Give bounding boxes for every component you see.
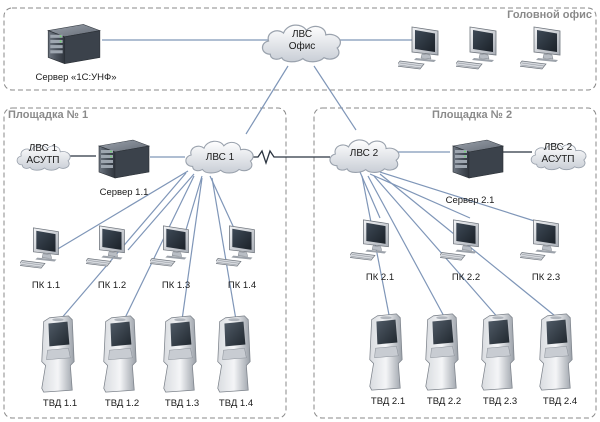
server-icon xyxy=(452,139,504,179)
svg-text:АСУТП: АСУТП xyxy=(27,155,60,166)
pc-icon xyxy=(520,26,561,70)
site2-area xyxy=(313,107,597,419)
terminal-2-3: ТВД 2.3 xyxy=(481,313,517,407)
site1-area xyxy=(3,107,287,419)
pc-icon xyxy=(86,225,125,267)
head-office-title: Головной офис xyxy=(507,9,592,21)
lan-office-cloud: ЛВС Офис xyxy=(261,24,342,63)
lan2-cloud: ЛВС 2 xyxy=(329,139,400,174)
site-interlink xyxy=(236,149,330,166)
kiosk-icon xyxy=(41,315,75,393)
pc-1-4: ПК 1.4 xyxy=(216,225,256,291)
network-links xyxy=(55,39,561,321)
pc-2-2-label: ПК 2.2 xyxy=(452,272,480,283)
server-main-label: Сервер «1С:УНФ» xyxy=(35,72,116,83)
pc-2-3: ПК 2.3 xyxy=(520,219,560,283)
server-2-1-label: Сервер 2.1 xyxy=(446,195,495,206)
server-1-1: Сервер 1.1 xyxy=(98,139,150,198)
server-icon xyxy=(98,139,150,179)
pc-2-3-label: ПК 2.3 xyxy=(532,272,560,283)
server-1-1-label: Сервер 1.1 xyxy=(100,187,149,198)
svg-text:ЛВС 2: ЛВС 2 xyxy=(544,142,573,153)
svg-text:ЛВС 1: ЛВС 1 xyxy=(206,152,235,163)
lan1-acs-cloud: ЛВС 1 АСУТП xyxy=(16,143,71,171)
pc-2-2: ПК 2.2 xyxy=(440,219,480,283)
terminal-2-2-label: ТВД 2.2 xyxy=(427,396,461,407)
svg-text:АСУТП: АСУТП xyxy=(542,154,575,165)
kiosk-icon xyxy=(481,313,515,391)
terminal-1-4-label: ТВД 1.4 xyxy=(219,398,253,409)
server-2-1: Сервер 2.1 xyxy=(446,139,504,206)
kiosk-icon xyxy=(425,313,459,391)
lan1-cloud: ЛВС 1 xyxy=(185,140,254,174)
terminal-1-4: ТВД 1.4 xyxy=(217,315,253,409)
pc-icon xyxy=(20,227,59,269)
pc-icon xyxy=(398,26,439,70)
terminal-1-2-label: ТВД 1.2 xyxy=(105,398,139,409)
terminal-2-1-label: ТВД 2.1 xyxy=(371,396,405,407)
server-icon xyxy=(47,23,101,65)
terminal-2-3-label: ТВД 2.3 xyxy=(483,396,517,407)
pc-1-1-label: ПК 1.1 xyxy=(32,280,60,291)
site1-title: Площадка № 1 xyxy=(8,109,88,121)
terminal-2-2: ТВД 2.2 xyxy=(425,313,461,407)
pc-icon xyxy=(150,225,189,267)
svg-text:ЛВС 2: ЛВС 2 xyxy=(350,148,379,159)
terminal-1-2: ТВД 1.2 xyxy=(103,315,139,409)
kiosk-icon xyxy=(369,313,403,391)
kiosk-icon xyxy=(539,313,573,391)
pc-1-4-label: ПК 1.4 xyxy=(228,280,256,291)
pc-2-1: ПК 2.1 xyxy=(350,219,394,283)
terminal-1-3: ТВД 1.3 xyxy=(163,315,199,409)
lan2-acs-cloud: ЛВС 2 АСУТП xyxy=(530,142,587,171)
kiosk-icon xyxy=(163,315,197,393)
svg-text:ЛВС 1: ЛВС 1 xyxy=(29,143,58,154)
kiosk-icon xyxy=(217,315,251,393)
pc-icon xyxy=(350,219,389,261)
pc-1-1: ПК 1.1 xyxy=(20,227,60,291)
server-main: Сервер «1С:УНФ» xyxy=(35,23,117,83)
terminal-2-1: ТВД 2.1 xyxy=(369,313,405,407)
pc-icon xyxy=(216,225,255,267)
head-office-area xyxy=(3,7,597,91)
pc-1-2: ПК 1.2 xyxy=(86,225,126,291)
svg-text:ЛВС: ЛВС xyxy=(292,29,312,40)
svg-text:Офис: Офис xyxy=(289,40,316,52)
site2-title: Площадка № 2 xyxy=(432,109,512,121)
pc-1-3-label: ПК 1.3 xyxy=(162,280,190,291)
terminal-2-4-label: ТВД 2.4 xyxy=(543,396,577,407)
pc-2-1-label: ПК 2.1 xyxy=(366,272,394,283)
pc-1-2-label: ПК 1.2 xyxy=(98,280,126,291)
kiosk-icon xyxy=(103,315,137,393)
terminal-1-1: ТВД 1.1 xyxy=(41,315,77,409)
terminal-1-1-label: ТВД 1.1 xyxy=(43,398,77,409)
pc-icon xyxy=(520,219,559,261)
terminal-2-4: ТВД 2.4 xyxy=(539,313,577,407)
pc-1-3: ПК 1.3 xyxy=(150,225,190,291)
pc-icon xyxy=(456,26,497,70)
terminal-1-3-label: ТВД 1.3 xyxy=(165,398,199,409)
